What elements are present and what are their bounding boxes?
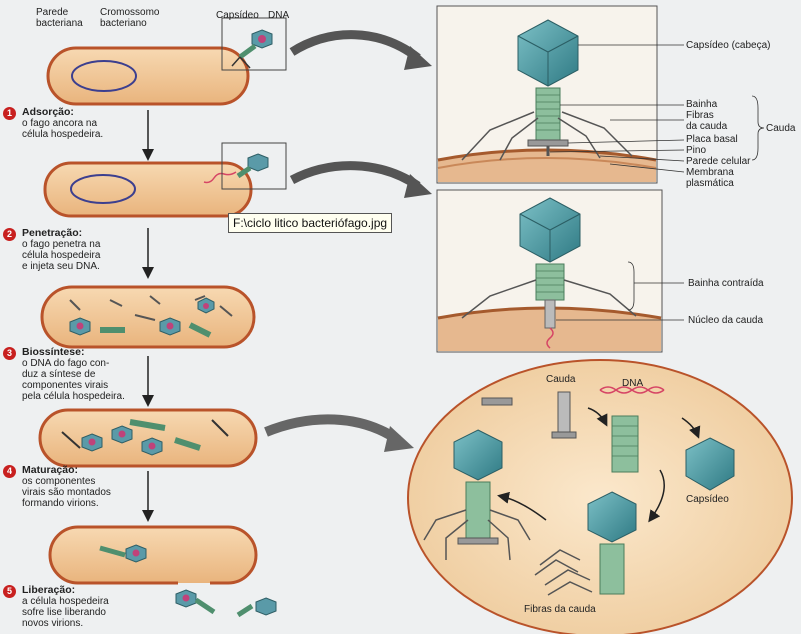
phage-small-1 [221, 17, 287, 71]
label-dna: DNA [268, 10, 290, 21]
cell-maturation [38, 408, 258, 468]
contracted-phage-panel [436, 189, 684, 353]
cell-biosynthesis [40, 285, 256, 349]
label-capsideo-circle: Capsídeo [686, 494, 729, 505]
cell-penetration [43, 161, 253, 218]
label-parede-celular: Parede celular [686, 156, 751, 167]
cell-release [48, 525, 277, 618]
step-number-3: 3 [3, 347, 16, 360]
label-capsideo: Capsídeo [216, 10, 259, 21]
step-biossintese: Biossíntese: o DNA do fago con-duz a sín… [22, 346, 125, 403]
phage-structure-panel [436, 5, 658, 184]
step-number-5: 5 [3, 585, 16, 598]
label-capsideo-cabeca: Capsídeo (cabeça) [686, 40, 771, 51]
label-dna-circle: DNA [622, 378, 644, 389]
step-number-2: 2 [3, 228, 16, 241]
label-cauda-circle: Cauda [546, 374, 576, 385]
label-pino: Pino [686, 145, 707, 156]
label-bainha-contraida: Bainha contraída [688, 278, 764, 289]
label-bainha: Bainha [686, 99, 718, 110]
assembly-circle [407, 359, 793, 634]
label-placa-basal: Placa basal [686, 134, 738, 145]
label-cauda: Cauda [766, 123, 796, 134]
step-number-1: 1 [3, 107, 16, 120]
label-nucleo-da-cauda: Núcleo da cauda [688, 315, 764, 326]
label-fibras-circle: Fibras da cauda [524, 604, 596, 615]
step-number-4: 4 [3, 465, 16, 478]
cell-adsorption [46, 46, 250, 106]
file-path-tooltip: F:\ciclo litico bacteriófago.jpg [228, 213, 393, 233]
phage-small-2 [221, 142, 287, 190]
